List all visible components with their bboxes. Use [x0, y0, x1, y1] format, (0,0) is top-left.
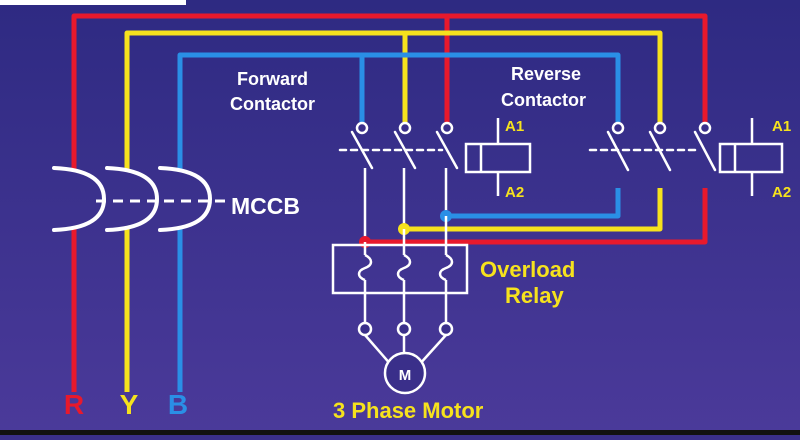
- phase-r-label: R: [64, 389, 84, 420]
- forward-label-line2: Contactor: [230, 94, 315, 114]
- motor-symbol: M: [399, 367, 412, 384]
- mccb-breaker: [52, 166, 226, 232]
- reverse-coil: [718, 118, 784, 196]
- forward-a1-label: A1: [505, 118, 524, 135]
- blue-phase-wiring: [177, 52, 621, 392]
- forward-label-line1: Forward: [237, 69, 308, 89]
- bottom-strip: [0, 430, 800, 435]
- reverse-a2-label: A2: [772, 184, 791, 201]
- phase-y-label: Y: [120, 389, 139, 420]
- reverse-contactor: [588, 118, 784, 196]
- overload-relay: [331, 216, 469, 322]
- yellow-phase-wiring: [124, 30, 663, 392]
- reverse-a1-label: A1: [772, 118, 791, 135]
- top-left-strip: [0, 0, 186, 5]
- forward-coil: [464, 118, 532, 196]
- overload-label-line2: Relay: [505, 283, 564, 308]
- forward-a2-label: A2: [505, 184, 524, 201]
- motor-label: 3 Phase Motor: [333, 398, 484, 423]
- reverse-label-line1: Reverse: [511, 64, 581, 84]
- motor: [357, 321, 454, 395]
- overload-label-line1: Overload: [480, 257, 575, 282]
- phase-b-label: B: [168, 389, 188, 420]
- forward-contactor: [338, 118, 532, 242]
- red-phase-wiring: [71, 13, 708, 392]
- reverse-label-line2: Contactor: [501, 90, 586, 110]
- mccb-label: MCCB: [231, 193, 300, 219]
